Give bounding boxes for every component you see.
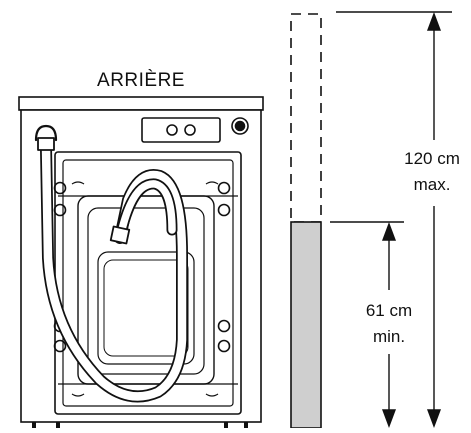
connector-2-icon xyxy=(184,124,196,136)
machine-body xyxy=(20,109,262,423)
max-height-qualifier: max. xyxy=(414,175,451,194)
max-height-value: 120 cm xyxy=(404,149,460,168)
hose-clip-icon xyxy=(109,225,131,245)
washing-machine-rear xyxy=(18,96,264,428)
min-height-qualifier: min. xyxy=(373,327,405,346)
diagram-title: ARRIÈRE xyxy=(97,70,185,91)
min-arrow-head-up-icon xyxy=(381,222,397,241)
dimension-lines xyxy=(330,11,452,428)
standpipe-min xyxy=(290,221,322,429)
rear-cover-inner xyxy=(87,207,205,375)
rear-cover-recess xyxy=(97,251,195,365)
knob-icon xyxy=(231,117,249,135)
connector-1-icon xyxy=(166,124,178,136)
max-arrow-head-down-icon xyxy=(426,409,442,428)
min-arrow-head-down-icon xyxy=(381,409,397,428)
back-panel-inner xyxy=(62,159,234,407)
hose-hook-icon xyxy=(34,124,58,142)
min-height-value: 61 cm xyxy=(366,301,412,320)
standpipe-max-outline xyxy=(290,13,322,223)
max-arrow-head-up-icon xyxy=(426,12,442,31)
wall-standpipe xyxy=(290,13,322,429)
knob-center-icon xyxy=(234,120,246,132)
machine-top-lid xyxy=(18,96,264,111)
drain-hose xyxy=(34,124,188,403)
connector-box xyxy=(141,117,221,143)
